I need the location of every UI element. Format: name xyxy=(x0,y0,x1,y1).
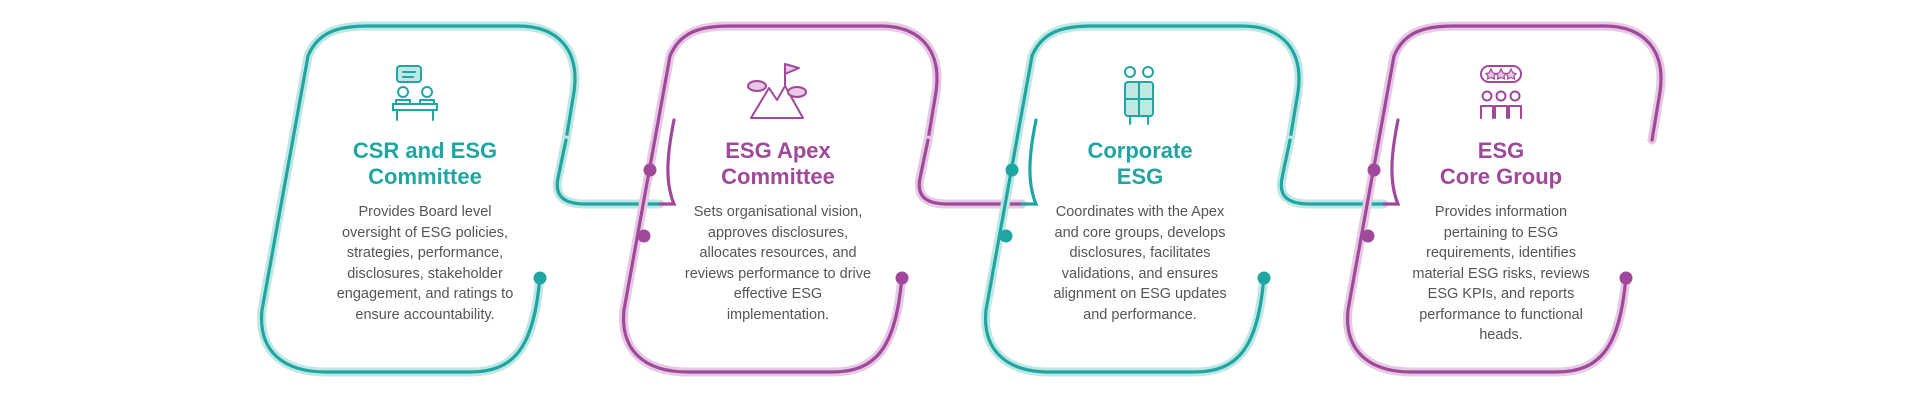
desc-line: strategies, performance, xyxy=(346,245,504,261)
puzzle-team-icon xyxy=(1124,66,1154,125)
desc-line: Coordinates with the Apex xyxy=(1055,204,1225,220)
card-frames xyxy=(257,21,1666,377)
frame-dot-left-bottom xyxy=(999,229,1013,243)
title-line: Committee xyxy=(368,164,482,189)
card-description: Coordinates with the Apex and core group… xyxy=(1015,202,1265,325)
card-description: Sets organisational vision, approves dis… xyxy=(653,202,903,325)
card-title: ESG Apex Committee xyxy=(653,138,903,190)
meeting-icon xyxy=(392,65,438,121)
desc-line: heads. xyxy=(1479,327,1523,343)
desc-line: pertaining to ESG xyxy=(1443,224,1559,241)
frame-line xyxy=(1345,24,1663,374)
frame-dot-left-top xyxy=(1367,163,1381,177)
card-corporate-esg: Corporate ESG Coordinates with the Apex … xyxy=(1015,138,1265,325)
desc-line: requirements, identifies xyxy=(1426,245,1576,261)
desc-line: ensure accountability. xyxy=(355,306,495,323)
desc-line: implementation. xyxy=(726,306,830,323)
desc-line: Provides Board level xyxy=(358,204,492,220)
desc-line: Sets organisational vision, xyxy=(693,204,863,220)
desc-line: and core groups, develops xyxy=(1054,224,1226,241)
title-line: ESG xyxy=(1116,164,1164,189)
title-line: Committee xyxy=(721,164,835,189)
frame-bridge xyxy=(1020,118,1039,206)
frame-line xyxy=(259,24,577,374)
card-frame-2 xyxy=(981,21,1389,377)
card-esg-apex-committee: ESG Apex Committee Sets organisational v… xyxy=(653,138,903,325)
desc-line: material ESG risks, reviews xyxy=(1412,265,1590,282)
desc-line: effective ESG xyxy=(733,286,823,302)
card-csr-esg-committee: CSR and ESG Committee Provides Board lev… xyxy=(300,138,550,325)
title-line: Corporate xyxy=(1087,138,1193,163)
frame-dot-right xyxy=(895,271,909,285)
frame-dot-right xyxy=(1619,271,1633,285)
frame-dot-right xyxy=(533,271,547,285)
frame-bridge xyxy=(1382,118,1401,206)
desc-line: alignment on ESG updates xyxy=(1053,286,1227,302)
card-description: Provides Board level oversight of ESG po… xyxy=(300,202,550,325)
frame-dot-left-bottom xyxy=(1361,229,1375,243)
desc-line: Provides information xyxy=(1434,204,1568,220)
mountain-flag-icon xyxy=(747,63,807,119)
desc-line: validations, and ensures xyxy=(1061,265,1219,282)
frame-dot-left-top xyxy=(1005,163,1019,177)
desc-line: disclosures, stakeholder xyxy=(347,265,503,282)
desc-line: and performance. xyxy=(1083,306,1197,323)
title-line: ESG Apex xyxy=(725,138,831,163)
card-esg-core-group: ESG Core Group Provides information pert… xyxy=(1371,138,1631,346)
desc-line: reviews performance to drive xyxy=(684,265,872,282)
desc-line: disclosures, facilitates xyxy=(1069,245,1211,261)
frame-line xyxy=(621,24,939,374)
desc-line: oversight of ESG policies, xyxy=(341,224,509,241)
desc-line: engagement, and ratings to xyxy=(336,286,514,302)
desc-line: performance to functional xyxy=(1419,306,1583,323)
desc-line: ESG KPIs, and reports xyxy=(1427,286,1575,302)
card-description: Provides information pertaining to ESG r… xyxy=(1371,202,1631,346)
card-title: ESG Core Group xyxy=(1371,138,1631,190)
title-line: ESG xyxy=(1477,138,1525,163)
rating-team-icon xyxy=(1480,65,1522,119)
title-line: CSR and ESG xyxy=(352,138,498,163)
card-frame-1 xyxy=(619,21,1027,377)
desc-line: allocates resources, and xyxy=(699,245,857,261)
title-line: Core Group xyxy=(1439,164,1563,189)
frame-bridge xyxy=(658,118,677,206)
card-title: Corporate ESG xyxy=(1015,138,1265,190)
desc-line: approves disclosures, xyxy=(707,224,849,241)
connector-line xyxy=(917,138,1024,206)
card-title: CSR and ESG Committee xyxy=(300,138,550,190)
frame-line xyxy=(983,24,1301,374)
frame-dot-left-bottom xyxy=(637,229,651,243)
card-frame-0 xyxy=(257,21,665,377)
card-frame-3 xyxy=(1343,21,1666,377)
frame-dot-right xyxy=(1257,271,1271,285)
card-icons xyxy=(392,63,1522,125)
connector-line xyxy=(555,138,662,206)
frame-dot-left-top xyxy=(643,163,657,177)
connector-line xyxy=(1279,138,1386,206)
